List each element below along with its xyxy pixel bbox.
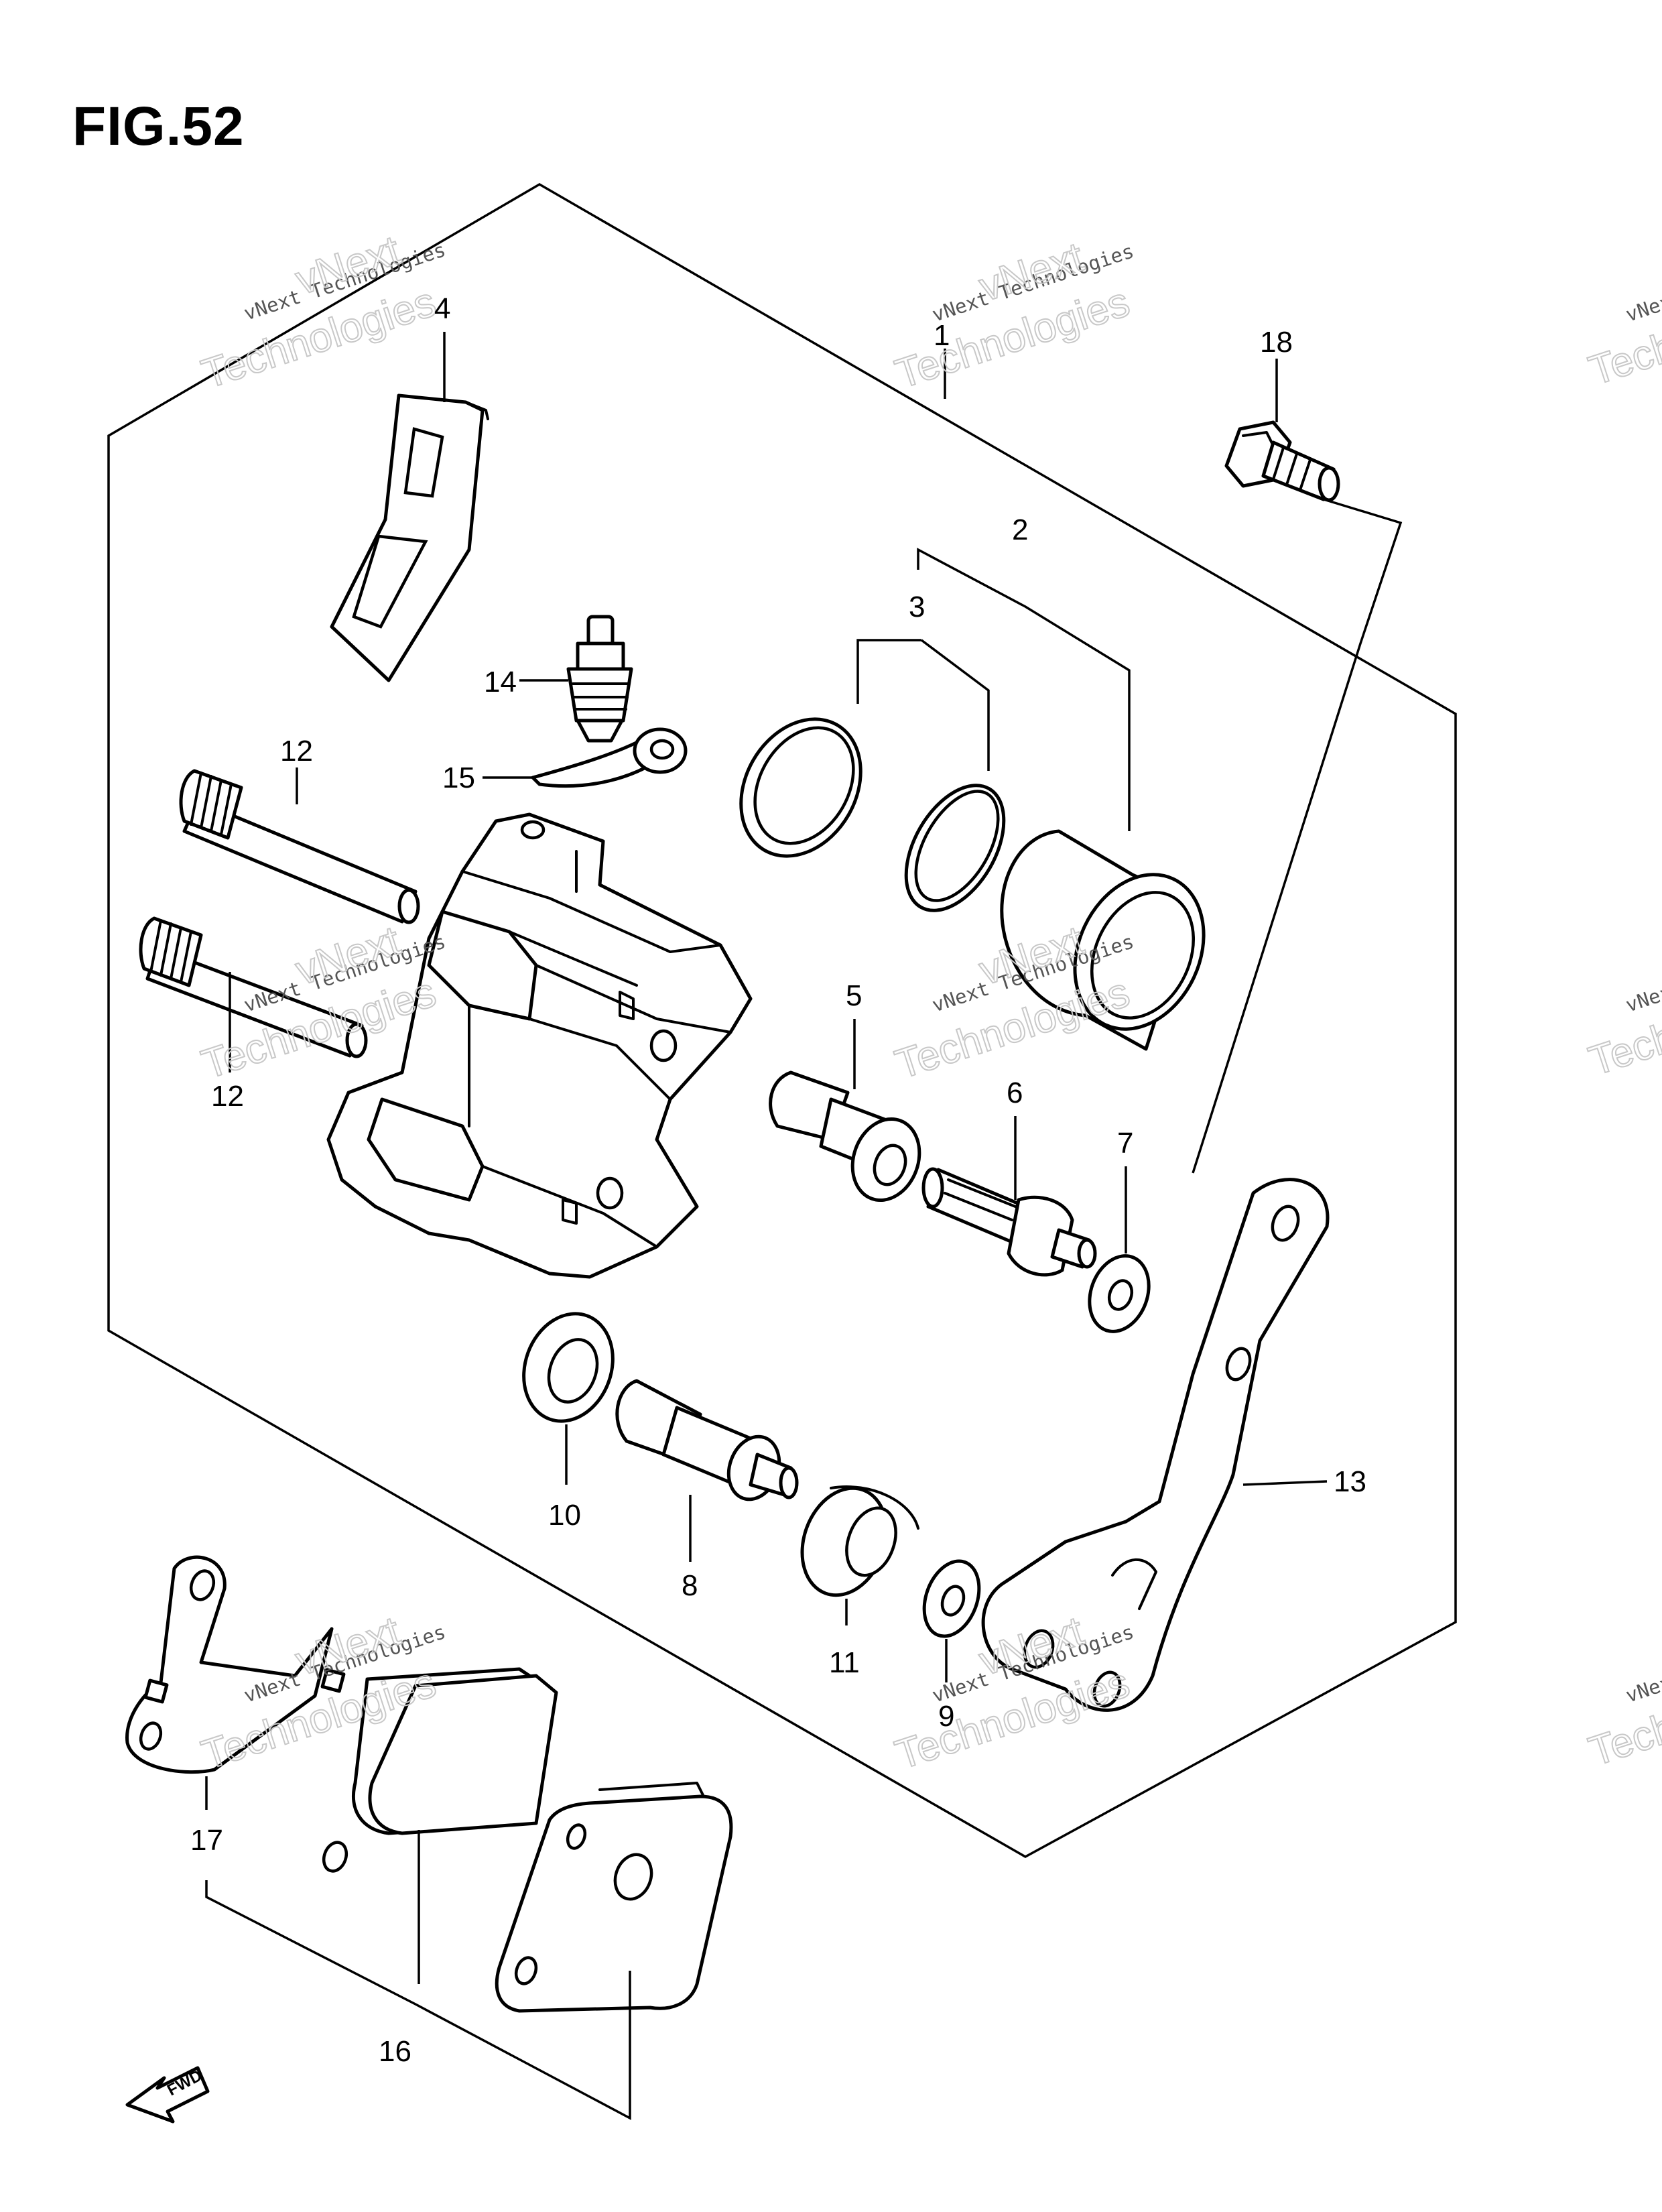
part-10-boot (522, 1312, 615, 1423)
watermark-edge-right: vNext Technologies Technologies vNext Te… (1583, 239, 1662, 1776)
part-13-caliper-bracket (981, 1178, 1330, 1712)
part-12-pin-upper (179, 769, 420, 924)
callout-3: 3 (909, 591, 925, 623)
callout-5: 5 (846, 979, 862, 1012)
callout-8: 8 (682, 1569, 698, 1602)
svg-text:Technologies: Technologies (1584, 275, 1662, 394)
part-12-pin-lower (139, 916, 368, 1058)
callout-12-lower: 12 (211, 1080, 244, 1113)
part-14-bleeder-screw (566, 615, 633, 743)
callout-labels: 1 2 3 4 5 6 7 8 9 10 11 12 12 13 14 15 1… (190, 292, 1366, 2068)
part-17-pad-shim (125, 1555, 346, 1774)
callout-10: 10 (548, 1499, 581, 1532)
callout-16: 16 (379, 2035, 411, 2068)
callout-11: 11 (829, 1646, 860, 1679)
svg-text:vNext Technologies: vNext Technologies (1623, 930, 1662, 1016)
svg-text:vNext Technologies: vNext Technologies (1623, 1620, 1662, 1707)
callout-18: 18 (1260, 326, 1293, 359)
watermark-group-4: vNext Technologies vNext Technologies (889, 917, 1137, 1089)
part-18-bolt (1224, 420, 1340, 502)
callout-15: 15 (442, 761, 475, 794)
fwd-arrow-icon: FWD (125, 2066, 210, 2124)
part-4-pad-spring (330, 393, 489, 682)
callout-7: 7 (1117, 1127, 1133, 1160)
part-1-caliper-body (326, 812, 753, 1279)
part-6-guide-bolt (921, 1167, 1097, 1277)
watermark-group-1: vNext Technologies vNext Technologies (196, 227, 448, 399)
callout-17: 17 (190, 1824, 223, 1857)
part-11-boot (800, 1485, 919, 1597)
callout-1: 1 (934, 319, 950, 352)
part-2-piston (1000, 829, 1206, 1051)
part-16-brake-pads (322, 1667, 733, 2013)
callout-4: 4 (434, 292, 450, 325)
svg-text:Technologies: Technologies (1584, 1656, 1662, 1775)
part-7-washer (1088, 1254, 1151, 1333)
assembly-frame (107, 182, 1457, 1859)
part-5-sleeve (769, 1070, 921, 1203)
callout-2: 2 (1012, 513, 1028, 546)
svg-text:Technologies: Technologies (1584, 966, 1662, 1085)
callout-14: 14 (484, 666, 517, 698)
part-9-washer (922, 1559, 981, 1638)
leader-lines (205, 332, 1403, 2120)
part-8-slide-pin (615, 1379, 799, 1501)
callout-6: 6 (1007, 1077, 1023, 1109)
watermark-group-6: vNext Technologies vNext Technologies (889, 1607, 1137, 1780)
page-title: FIG.52 (72, 96, 245, 157)
callout-9: 9 (938, 1700, 954, 1733)
callout-12-upper: 12 (280, 735, 313, 767)
part-15-bleeder-cap (531, 727, 688, 788)
callout-13: 13 (1334, 1465, 1366, 1498)
svg-text:vNext Technologies: vNext Technologies (1623, 239, 1662, 326)
watermark-group-2: vNext Technologies vNext Technologies (889, 233, 1137, 399)
part-3-piston-seals (739, 717, 1006, 912)
